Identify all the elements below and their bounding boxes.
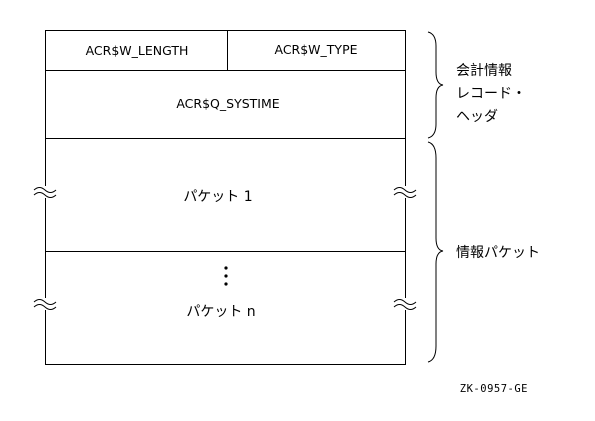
break-mark-right-2 (393, 298, 417, 310)
brace-header (427, 31, 444, 139)
field-length-label: ACR$W_LENGTH (86, 43, 189, 58)
break-mark-left-2 (33, 298, 57, 310)
annotation-header-line3: ヘッダ (456, 109, 498, 125)
break-mark-right-1 (393, 186, 417, 198)
field-systime-label: ACR$Q_SYSTIME (176, 96, 279, 111)
figure-id: ZK-0957-GE (460, 383, 528, 395)
packet-n-label: パケット n (186, 304, 255, 320)
annotation-packets: 情報パケット (456, 245, 540, 261)
break-mark-left-1 (33, 186, 57, 198)
annotation-header-line1: 会計情報 (456, 63, 512, 79)
field-type-label: ACR$W_TYPE (274, 42, 357, 57)
vertical-ellipsis (224, 266, 228, 286)
packet-1-label: パケット 1 (183, 189, 252, 205)
brace-packets (427, 141, 444, 363)
annotation-header-line2: レコード・ (456, 86, 526, 102)
